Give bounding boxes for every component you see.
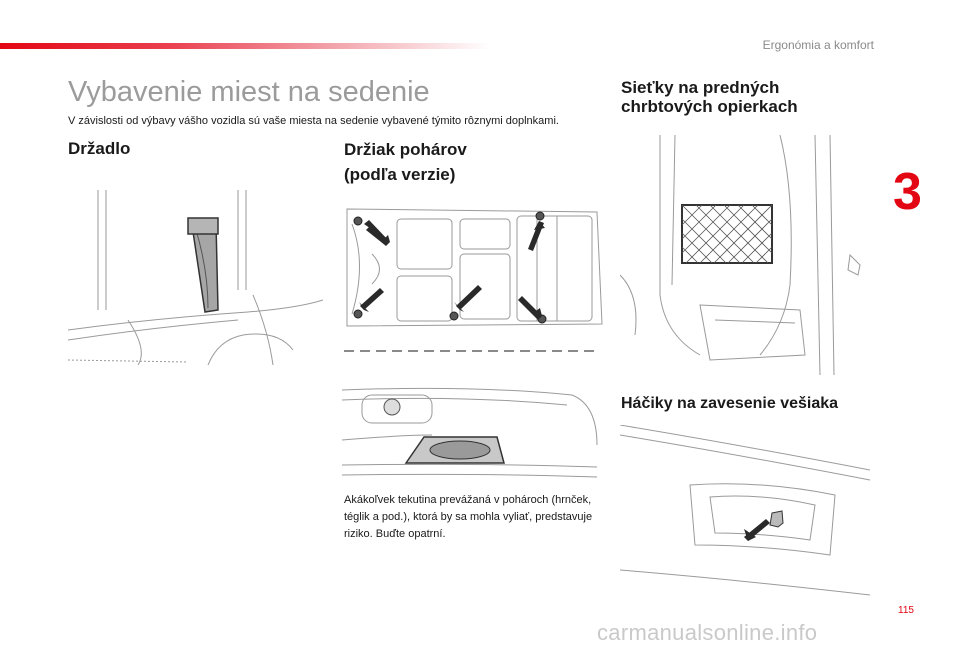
- header-accent-bar: [0, 43, 490, 49]
- coat-hooks-heading: Háčiky na zavesenie vešiaka: [621, 395, 839, 412]
- seatback-nets-heading-line2: chrbtových opierkach: [621, 96, 798, 116]
- page-number: 115: [898, 605, 914, 616]
- chapter-number: 3: [893, 163, 922, 221]
- cup-holders-heading: Držiak pohárov (podľa verzie): [344, 138, 594, 187]
- seatback-nets-heading-line1: Sieťky na predných: [621, 78, 780, 97]
- intro-text: V závislosti od výbavy vášho vozidla sú …: [68, 115, 559, 127]
- seatback-net-illustration: [620, 135, 870, 375]
- coat-hook-illustration: [620, 425, 870, 600]
- cup-holders-layout-illustration: [342, 204, 604, 359]
- cup-holders-heading-line2: (podľa verzie): [344, 164, 456, 184]
- grab-handle-illustration: [68, 190, 323, 365]
- watermark: carmanualsonline.info: [597, 620, 818, 645]
- cup-holder-detail-illustration: [342, 385, 604, 485]
- cup-holders-heading-line1: Držiak pohárov: [344, 140, 467, 159]
- seatback-nets-heading: Sieťky na predných chrbtových opierkach: [621, 78, 881, 116]
- page-title: Vybavenie miest na sedenie: [68, 76, 430, 108]
- chapter-name: Ergonómia a komfort: [762, 38, 874, 52]
- cup-holders-warning: Akákoľvek tekutina prevážaná v pohároch …: [344, 494, 593, 541]
- grab-handle-heading: Držadlo: [68, 139, 131, 158]
